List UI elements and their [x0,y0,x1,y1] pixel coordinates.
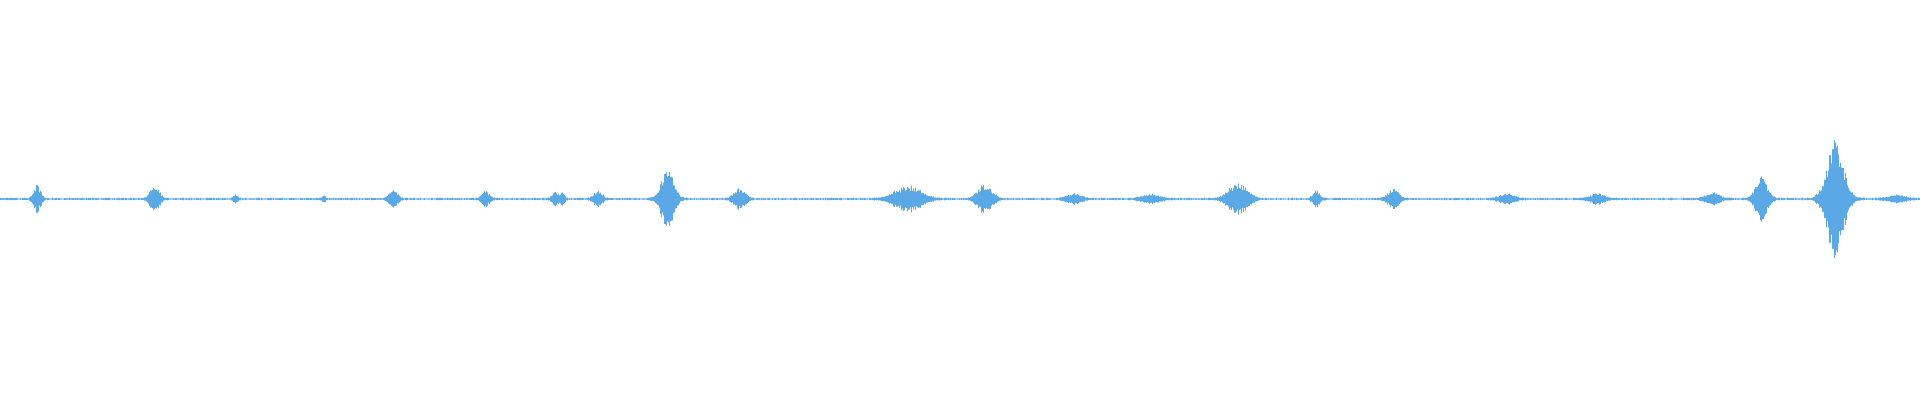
waveform-trace [0,139,1920,259]
